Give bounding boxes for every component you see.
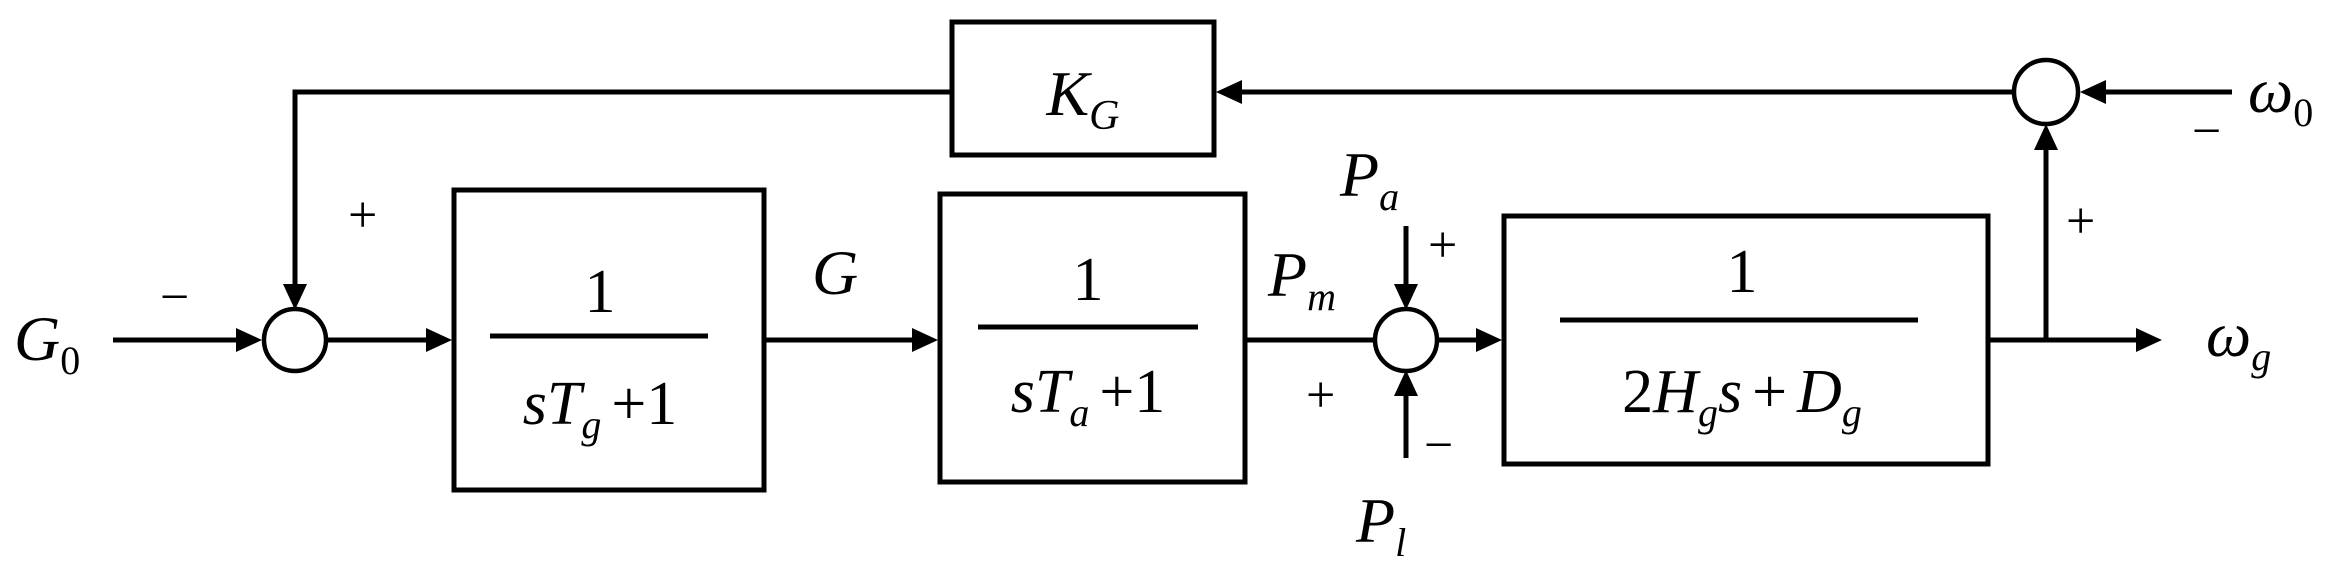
signal-mech-power-label: Pm <box>1267 239 1336 319</box>
block-rotor-numerator: 1 <box>1727 238 1758 306</box>
sign-sum3-ref: − <box>2192 103 2221 160</box>
block-rotor-denominator: 2Hgs+Dg <box>1622 358 1862 435</box>
arrowhead-governor <box>426 328 452 352</box>
summing-junction-3 <box>2011 57 2081 127</box>
signal-output-label: ωg <box>2206 299 2271 379</box>
arrowhead-kg <box>1216 80 1242 104</box>
arrowhead-turbine <box>912 328 938 352</box>
sign-sum2-pa: + <box>1428 217 1457 274</box>
summing-junction-2 <box>1372 306 1440 374</box>
feedback-line <box>292 89 952 288</box>
arrowhead-rotor <box>1476 328 1502 352</box>
arrowhead-sum2-bottom <box>1394 370 1418 396</box>
arrowhead-sum1-input <box>236 328 262 352</box>
sign-sum2-pm: + <box>1306 367 1335 424</box>
arrowhead-sum3-bottom <box>2034 124 2058 150</box>
arrowhead-sum1-top <box>283 284 307 310</box>
signal-accel-power-label: Pa <box>1339 139 1399 219</box>
block-kg-label: KG <box>1045 58 1119 139</box>
sign-sum2-pl: − <box>1424 417 1453 474</box>
sign-sum1-input: − <box>160 269 189 326</box>
block-governor-numerator: 1 <box>585 258 616 326</box>
arrowhead-output <box>2136 328 2162 352</box>
block-turbine-denominator: sTa+1 <box>1011 358 1166 435</box>
signal-load-power-label: Pl <box>1355 485 1406 565</box>
arrowhead-sum2-top <box>1394 284 1418 310</box>
block-governor-denominator: sTg+1 <box>523 370 678 447</box>
signal-input-label: G0 <box>14 303 80 383</box>
signal-gate-label: G <box>812 237 858 308</box>
block-kg <box>949 19 1217 158</box>
sign-sum1-feedback: + <box>348 187 377 244</box>
summing-junction-1 <box>261 306 329 374</box>
arrowhead-sum3-right <box>2080 80 2106 104</box>
block-turbine-numerator: 1 <box>1073 246 1104 314</box>
signal-ref-speed-label: ω0 <box>2248 55 2313 135</box>
block-rotor <box>1501 213 1991 467</box>
block-governor <box>451 187 767 493</box>
sign-sum3-output: + <box>2066 193 2095 250</box>
block-turbine <box>937 191 1248 485</box>
